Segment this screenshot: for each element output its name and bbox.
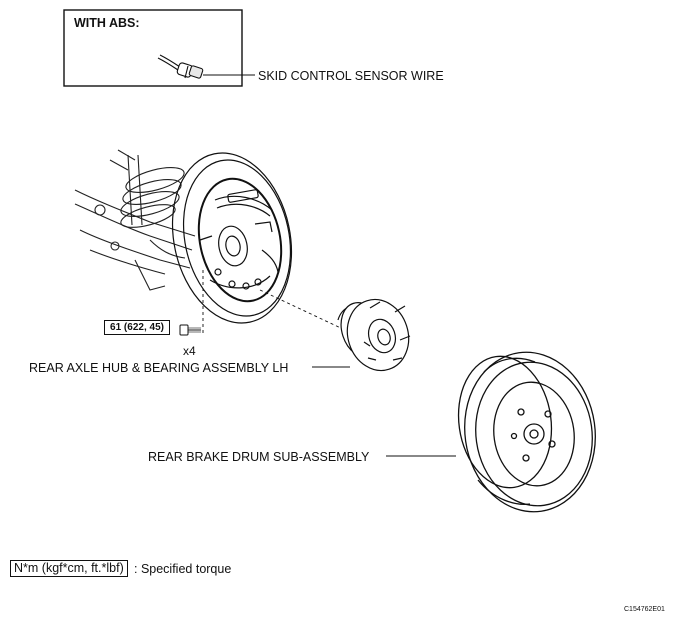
axle-hub-bearing-icon [337,298,411,372]
sensor-wire-label: SKID CONTROL SENSOR WIRE [258,69,444,83]
brake-drum-icon [457,351,596,513]
coil-spring-icon [109,149,185,228]
abs-inset-frame [63,9,243,87]
hub-bolt-icon [179,324,201,336]
sensor-wire-connector-icon [157,54,204,79]
hub-alignment-dashed-line [259,289,346,331]
abs-inset-title: WITH ABS: [74,16,140,30]
drum-assembly-label: REAR BRAKE DRUM SUB-ASSEMBLY [148,450,370,464]
bolt-quantity-label: x4 [183,344,196,358]
axle-beam-icon [74,189,196,291]
hub-assembly-label: REAR AXLE HUB & BEARING ASSEMBLY LH [29,361,289,375]
brake-backing-plate-icon [171,152,293,324]
torque-unit-box: N*m (kgf*cm, ft.*lbf) [10,560,128,577]
torque-legend-text: : Specified torque [134,562,232,576]
figure-code: C154762E01 [624,606,665,613]
torque-value-box: 61 (622, 45) [104,320,170,335]
